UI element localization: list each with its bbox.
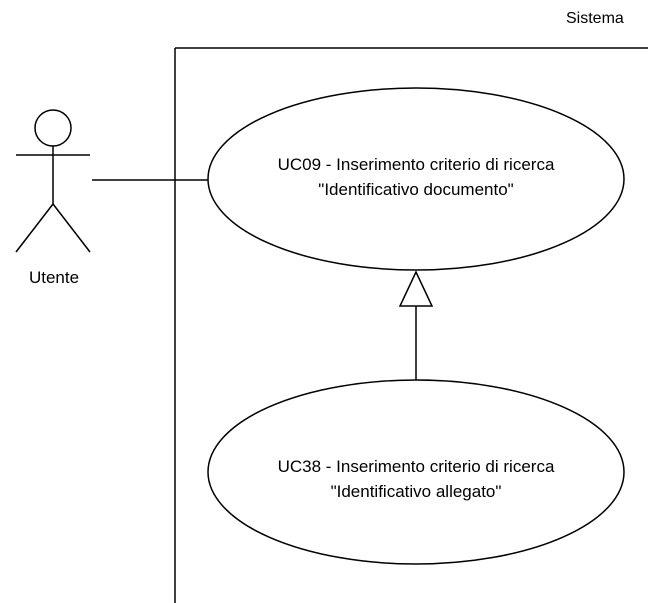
- system-label: Sistema: [566, 10, 624, 27]
- actor-head: [34, 109, 72, 147]
- use-case-uc38-subtitle: "Identificativo allegato": [330, 482, 502, 501]
- actor-right-leg: [52, 203, 91, 253]
- use-case-uc38-title: UC38 - Inserimento criterio di ricerca: [277, 457, 555, 476]
- actor-left-leg: [15, 203, 54, 253]
- use-case-uc09-subtitle: "Identificativo documento": [318, 180, 514, 199]
- use-case-uc09-title: UC09 - Inserimento criterio di ricerca: [277, 155, 555, 174]
- use-case-uc09-ellipse: [207, 87, 625, 271]
- actor-label: Utente: [28, 268, 80, 287]
- generalization-arrowhead: [398, 270, 434, 307]
- actor-figure: [15, 109, 91, 253]
